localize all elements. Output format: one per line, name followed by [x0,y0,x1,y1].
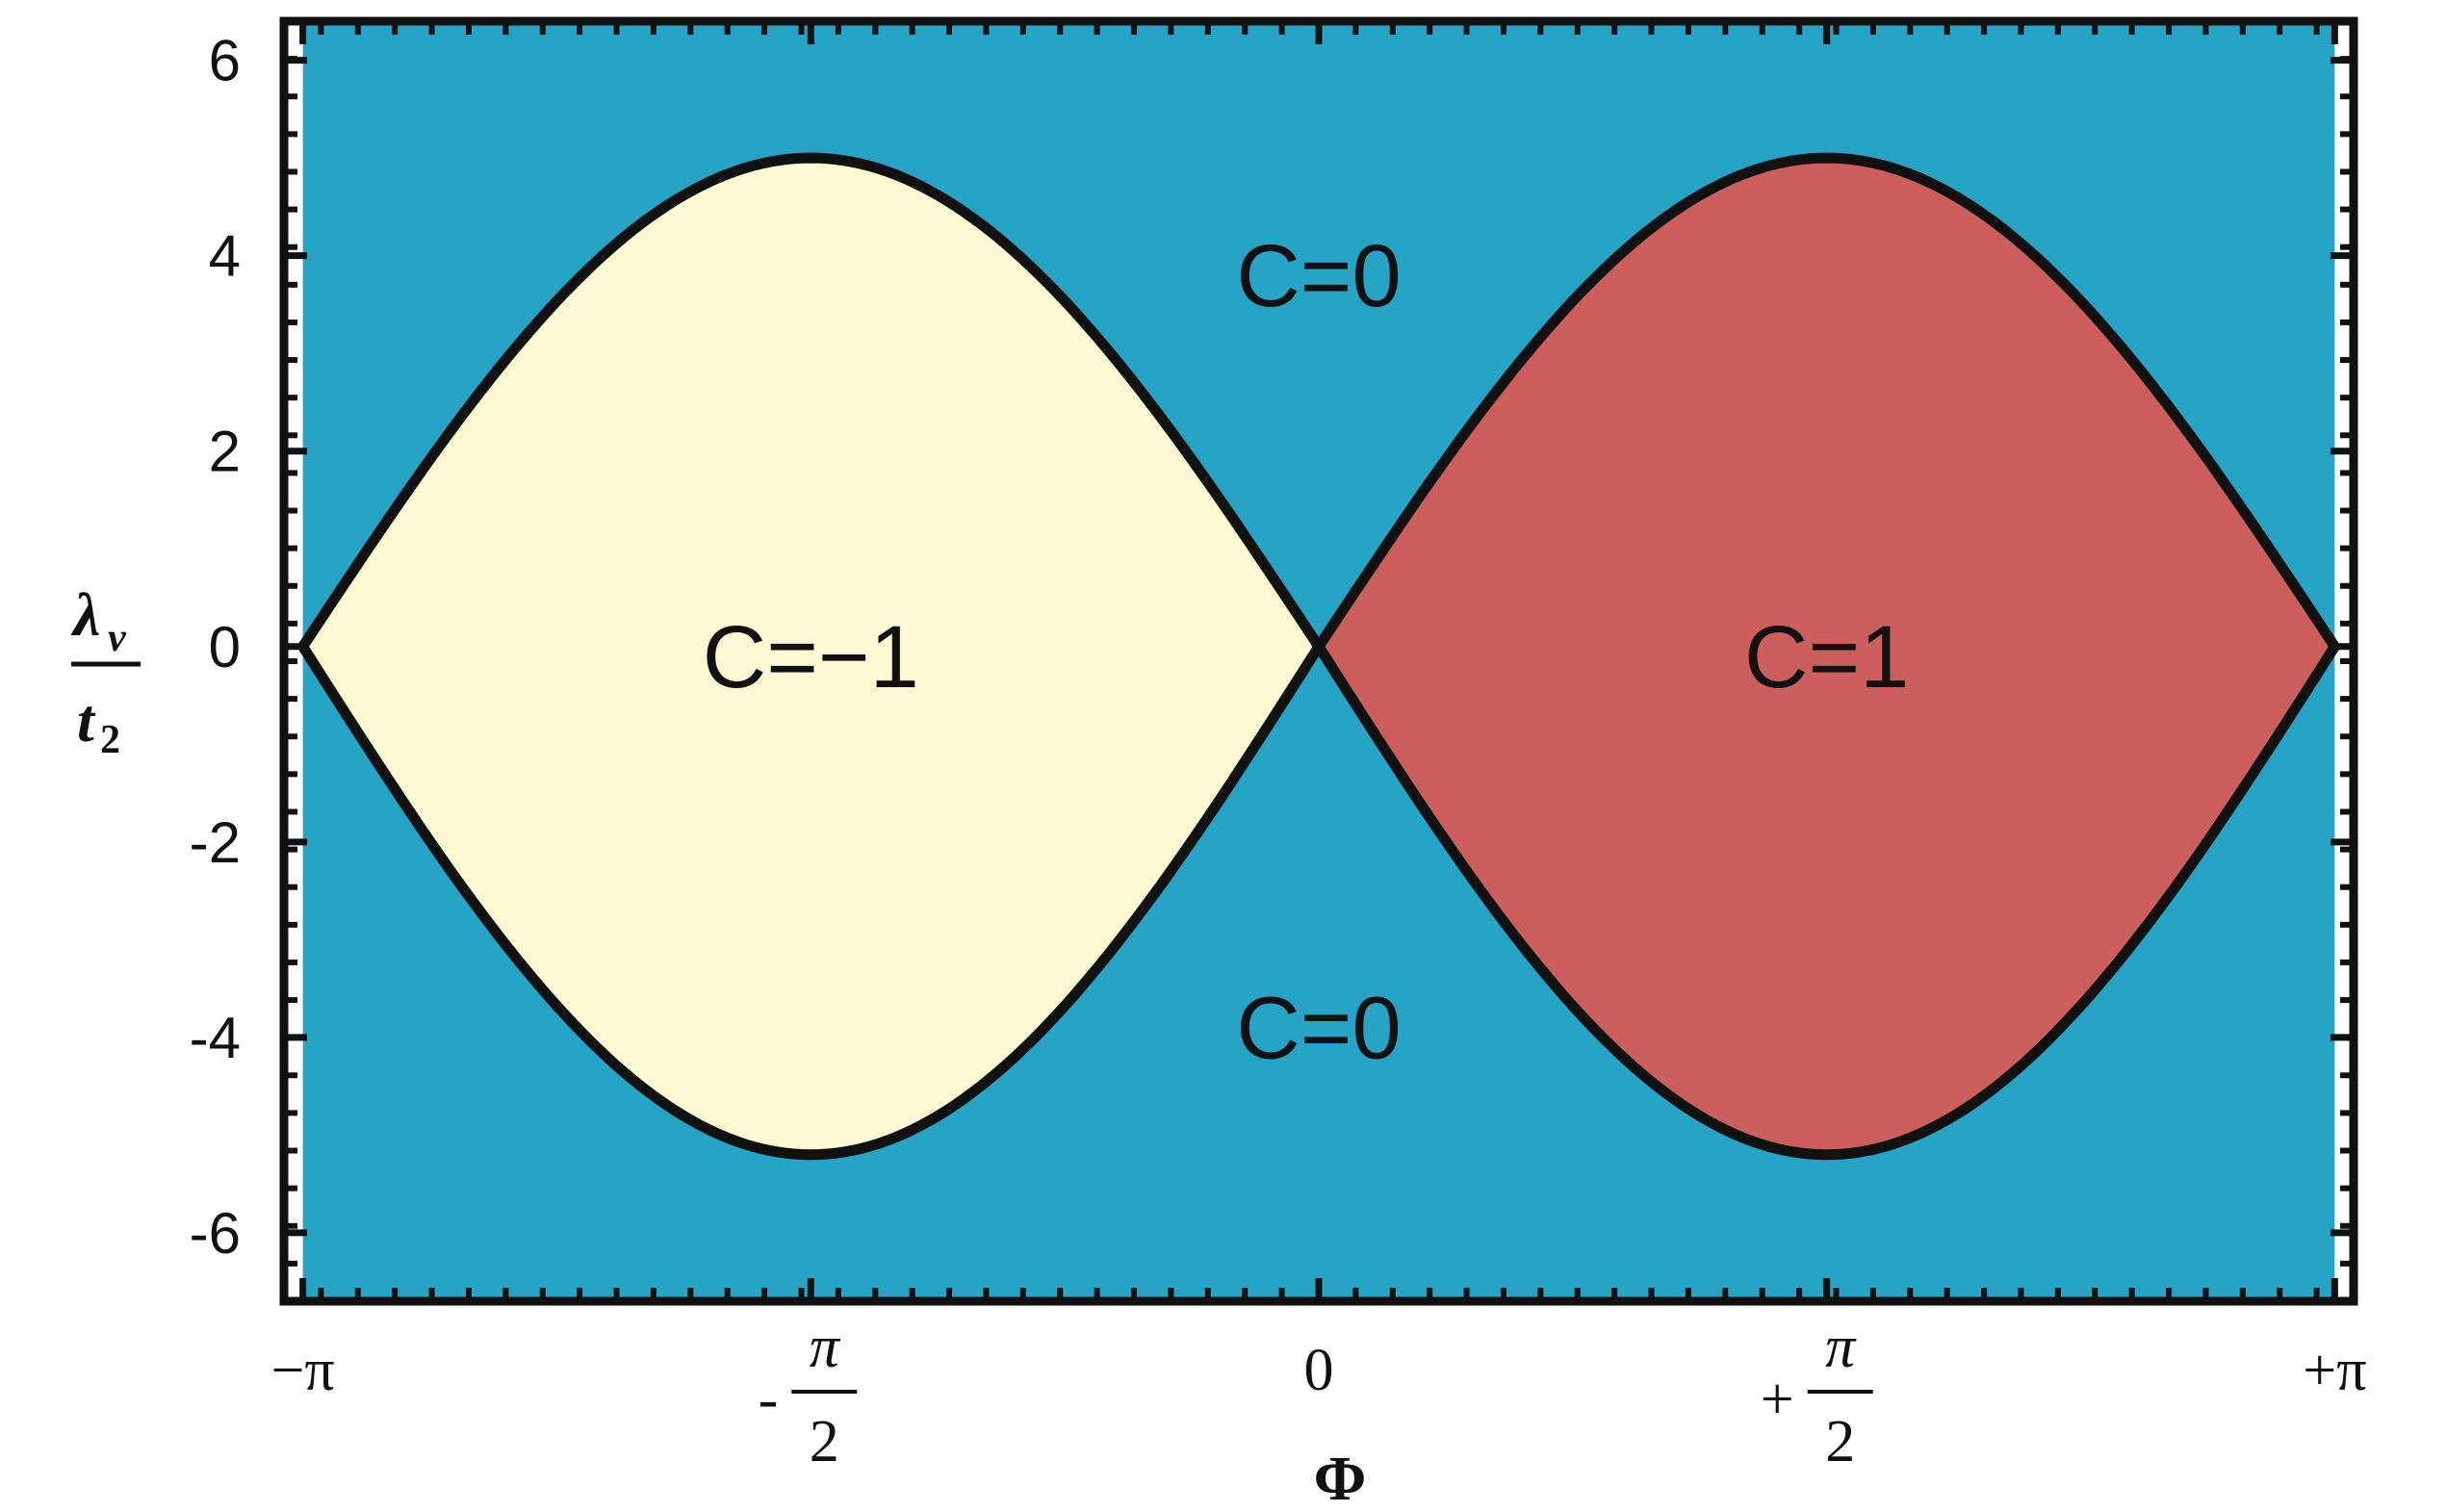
region-c-minus-1-fill [302,158,1320,1155]
x-tick-numerator: π [1825,1315,1857,1380]
region-c-1-fill [1319,158,2335,1155]
x-tick-denominator: 2 [810,1409,839,1474]
region-label: C=1 [1744,608,1909,706]
y-tick-label: -6 [190,1201,241,1266]
y-tick-label: -4 [190,1006,241,1070]
x-axis-title: Φ [1314,1444,1367,1512]
y-title-denominator: t [77,686,96,755]
x-tick-denominator: 2 [1825,1409,1855,1474]
x-tick-label: −π [270,1338,334,1403]
x-tick-sign: + [1761,1367,1794,1432]
x-tick-numerator: π [810,1315,841,1380]
y-tick-labels: 6 4 2 0 -2 -4 -6 [190,29,241,1266]
x-tick-sign: - [759,1367,779,1432]
x-tick-label: 0 [1304,1338,1334,1403]
region-label: C=0 [1236,227,1401,325]
region-label: C=−1 [703,608,919,706]
y-tick-label: 2 [209,420,241,484]
y-title-denominator-sub: 2 [100,718,120,762]
y-tick-label: -2 [190,810,241,875]
plot-frame [279,16,2358,1306]
x-tick-labels: −π-π20+π2+π [270,1315,2366,1474]
y-title-numerator: λ [70,580,100,649]
x-tick-label: +π [2303,1338,2366,1403]
y-tick-label: 4 [209,224,241,289]
region-label: C=0 [1236,980,1401,1078]
lower-phase-boundary [297,641,2340,1161]
y-title-numerator-sub: ν [108,616,127,660]
y-tick-label: 0 [209,615,241,679]
y-tick-label: 6 [209,29,241,93]
